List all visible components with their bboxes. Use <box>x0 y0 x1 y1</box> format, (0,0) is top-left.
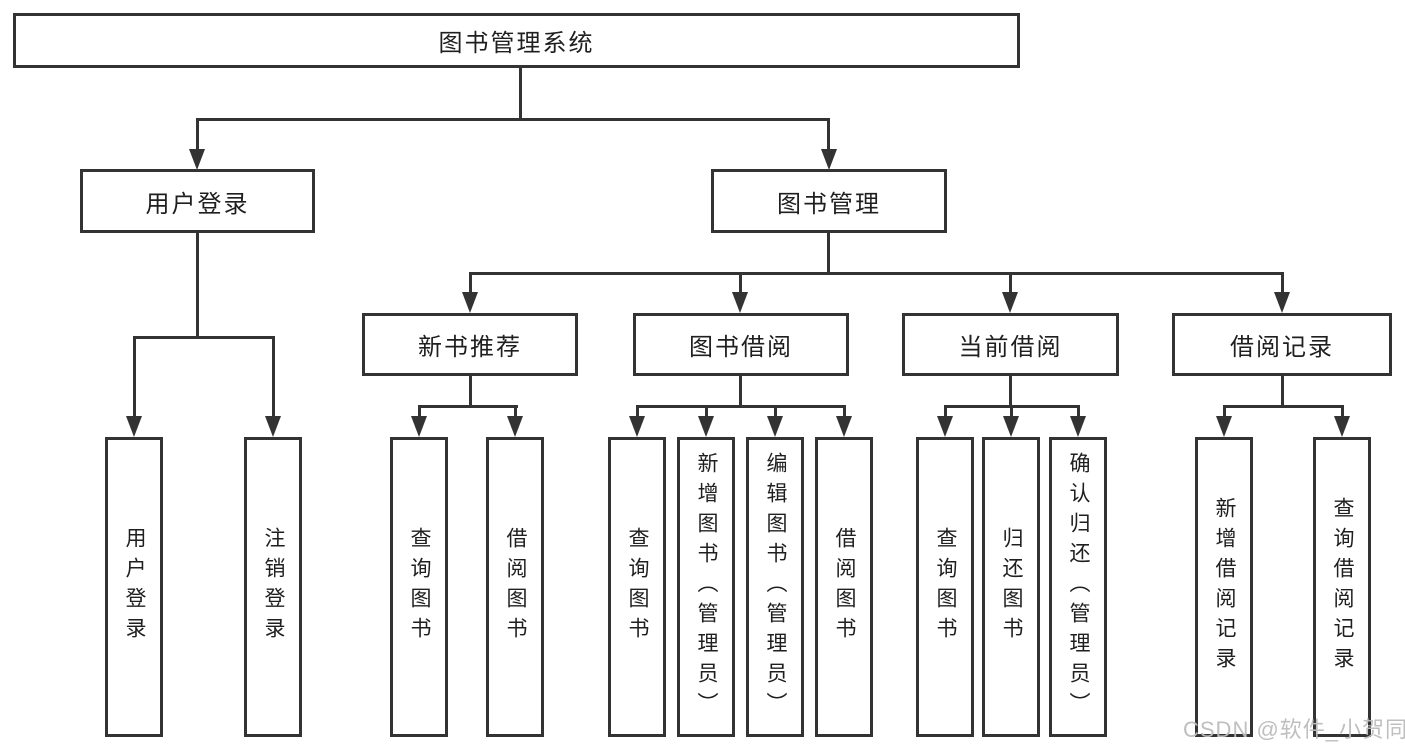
node-label: 当前借阅 <box>958 334 1063 361</box>
node-label: 图书借阅 <box>689 334 793 361</box>
connector-g4-leaf1-drop <box>1223 405 1226 417</box>
node-leaf-logout: 注销登录 <box>244 437 302 737</box>
connector-g2-leaf3-drop <box>774 405 777 417</box>
connector-user-leaf1-drop <box>133 336 136 417</box>
connector-g1-leaf2-drop <box>514 405 517 417</box>
node-label: 编辑图书（管理员） <box>764 452 787 722</box>
arrow-down-icon <box>1003 416 1019 437</box>
connector-user-hline <box>133 336 275 339</box>
node-label: 查询借阅记录 <box>1331 497 1354 677</box>
connector-g1-hline <box>418 405 518 408</box>
connector-g1-vline <box>469 375 472 406</box>
arrow-down-icon <box>411 416 427 437</box>
node-label: 借阅记录 <box>1230 334 1334 361</box>
csdn-watermark: CSDN @软件_小贺同学 <box>1183 717 1405 742</box>
connector-group3-drop <box>1009 272 1012 293</box>
connector-bookmgmt-hline <box>469 272 1284 275</box>
node-leaf-query-books: 查询图书 <box>608 437 666 737</box>
connector-group2-drop <box>739 272 742 293</box>
arrow-down-icon <box>698 416 714 437</box>
connector-group1-drop <box>469 272 472 293</box>
connector-book-mgmt-drop <box>827 118 830 152</box>
node-label: 新书推荐 <box>418 334 522 361</box>
connector-g2-leaf1-drop <box>636 405 639 417</box>
arrow-down-icon <box>507 416 523 437</box>
node-root-system: 图书管理系统 <box>13 13 1020 68</box>
connector-g4-hline <box>1223 405 1344 408</box>
node-leaf-add-borrow-record: 新增借阅记录 <box>1195 437 1253 737</box>
arrow-down-icon <box>836 416 852 437</box>
connector-g3-vline <box>1009 375 1012 406</box>
connector-g2-vline <box>739 375 742 406</box>
connector-root-vline <box>519 68 522 118</box>
node-leaf-confirm-return-admin: 确认归还（管理员） <box>1049 437 1107 737</box>
node-leaf-query-books: 查询图书 <box>390 437 448 737</box>
node-leaf-borrow-books: 借阅图书 <box>815 437 873 737</box>
node-label: 查询图书 <box>626 527 649 647</box>
arrow-down-icon <box>732 292 748 313</box>
connector-user-vline <box>196 233 199 336</box>
arrow-down-icon <box>767 416 783 437</box>
arrow-down-icon <box>937 416 953 437</box>
node-label: 借阅图书 <box>504 527 527 647</box>
node-user-login: 用户登录 <box>80 169 315 233</box>
connector-user-leaf2-drop <box>272 336 275 417</box>
node-leaf-borrow-books: 借阅图书 <box>486 437 544 737</box>
connector-g1-leaf1-drop <box>418 405 421 417</box>
connector-group4-drop <box>1281 272 1284 293</box>
node-label: 用户登录 <box>123 527 146 647</box>
connector-g2-leaf2-drop <box>705 405 708 417</box>
node-label: 借阅图书 <box>833 527 856 647</box>
node-label: 用户登录 <box>145 190 250 218</box>
node-borrow-records: 借阅记录 <box>1172 313 1392 376</box>
connector-g4-vline <box>1281 375 1284 406</box>
connector-g2-hline <box>636 405 846 408</box>
node-current-borrow: 当前借阅 <box>902 313 1119 376</box>
node-leaf-add-book-admin: 新增图书（管理员） <box>677 437 735 737</box>
node-label: 注销登录 <box>262 527 285 647</box>
node-label: 图书管理 <box>777 190 881 218</box>
arrow-down-icon <box>126 416 142 437</box>
node-leaf-edit-book-admin: 编辑图书（管理员） <box>746 437 804 737</box>
node-label: 图书管理系统 <box>438 30 595 57</box>
arrow-down-icon <box>462 292 478 313</box>
arrow-down-icon <box>1070 416 1086 437</box>
node-label: 归还图书 <box>1000 527 1023 647</box>
connector-g4-leaf2-drop <box>1341 405 1344 417</box>
node-leaf-user-login: 用户登录 <box>105 437 163 737</box>
connector-bookmgmt-vline <box>827 233 830 273</box>
connector-user-login-drop <box>196 118 199 152</box>
node-label: 新增图书（管理员） <box>695 452 718 722</box>
node-new-book-recommend: 新书推荐 <box>362 313 578 376</box>
arrow-down-icon <box>1334 416 1350 437</box>
arrow-down-icon <box>1216 416 1232 437</box>
node-label: 新增借阅记录 <box>1213 497 1236 677</box>
connector-g3-leaf3-drop <box>1077 405 1080 417</box>
node-book-borrow: 图书借阅 <box>633 313 849 376</box>
arrow-down-icon <box>1002 292 1018 313</box>
connector-g3-leaf2-drop <box>1010 405 1013 417</box>
connector-g3-leaf1-drop <box>944 405 947 417</box>
arrow-down-icon <box>189 149 205 170</box>
node-book-management: 图书管理 <box>711 169 947 233</box>
arrow-down-icon <box>629 416 645 437</box>
arrow-down-icon <box>821 149 837 170</box>
node-label: 查询图书 <box>408 527 431 647</box>
node-label: 确认归还（管理员） <box>1067 452 1090 722</box>
arrow-down-icon <box>1274 292 1290 313</box>
node-leaf-query-borrow-record: 查询借阅记录 <box>1313 437 1371 737</box>
node-label: 查询图书 <box>934 527 957 647</box>
connector-g2-leaf4-drop <box>843 405 846 417</box>
arrow-down-icon <box>265 416 281 437</box>
node-leaf-query-books: 查询图书 <box>916 437 974 737</box>
connector-root-hline <box>196 118 830 121</box>
node-leaf-return-books: 归还图书 <box>982 437 1040 737</box>
